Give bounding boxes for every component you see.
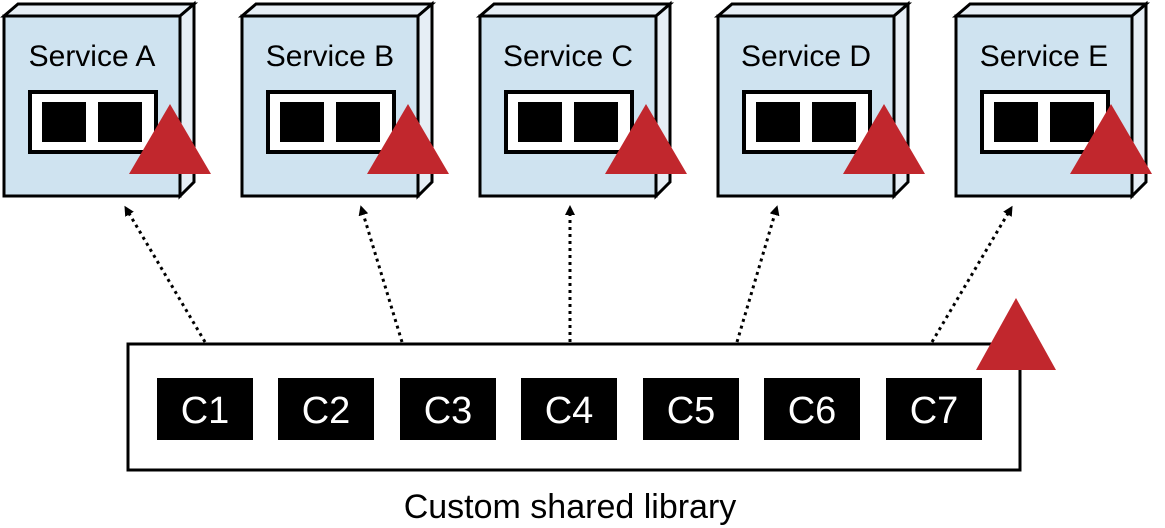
component-c3 [400,378,496,440]
component-label: C4 [545,390,594,432]
slot-block-icon [518,102,562,142]
service-d: Service D [713,0,925,200]
service-label: Service E [980,40,1108,73]
service-box-top [237,2,437,18]
component-c4 [521,378,617,440]
service-label: Service A [29,40,156,73]
component-label: C7 [910,390,959,432]
warning-triangle-icon [605,104,687,174]
component-c6 [764,378,860,440]
slot-block-icon [812,102,856,142]
service-box-top [951,2,1151,18]
component-c2 [278,378,374,440]
slot-block-icon [42,102,86,142]
dependency-arrow [930,205,1013,343]
dependency-arrows [124,205,1013,343]
slot-block-icon [98,102,142,142]
slot-block-icon [994,102,1038,142]
component-c5 [643,378,739,440]
service-label: Service B [266,40,394,73]
warning-triangle-icon [1070,104,1152,174]
slot-block-icon [574,102,618,142]
service-box-top [475,2,675,18]
service-b: Service B [237,0,449,200]
dependency-arrow [358,205,404,343]
slot-block-icon [1050,102,1094,142]
service-a: Service A [0,0,211,200]
warning-triangle-icon [976,298,1056,370]
component-c7 [886,378,982,440]
slot-block-icon [336,102,380,142]
component-label: C3 [424,390,473,432]
slot-block-icon [280,102,324,142]
service-label: Service D [741,40,871,73]
component-label: C6 [788,390,837,432]
dependency-arrow [124,205,207,343]
component-label: C2 [302,390,351,432]
dependency-arrow [735,205,780,343]
service-e: Service E [951,0,1152,200]
warning-triangle-icon [843,104,925,174]
component-label: C1 [181,390,230,432]
service-box-top [0,2,199,18]
warning-triangle-icon [129,104,211,174]
service-label: Service C [503,40,633,73]
component-c1 [157,378,253,440]
shared-library: C1 C2 C3 C4 C5 C6 C7 Custom shared libra… [126,298,1056,526]
service-box-top [713,2,913,18]
slot-block-icon [756,102,800,142]
component-label: C5 [667,390,716,432]
service-c: Service C [475,0,687,200]
library-caption: Custom shared library [404,488,737,526]
warning-triangle-icon [367,104,449,174]
